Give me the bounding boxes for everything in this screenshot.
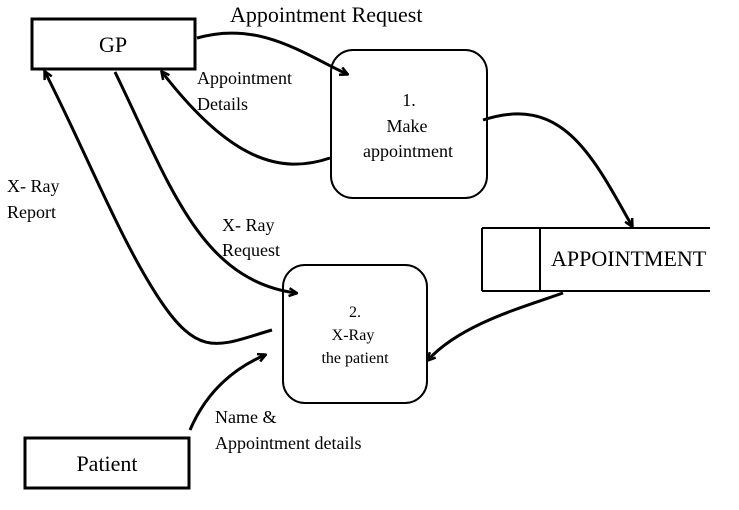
flow-to-appointment-store xyxy=(482,112,632,226)
label-appointment-request: Appointment Request xyxy=(230,2,422,27)
process-1-number: 1. xyxy=(402,90,416,110)
label-appointment-details-2: Details xyxy=(197,94,248,114)
label-name-details-1: Name & xyxy=(215,407,276,427)
entity-patient-box xyxy=(23,436,191,490)
flow-appointment-request xyxy=(196,31,347,74)
process-xray-patient: 2. X-Ray the patient xyxy=(282,264,428,404)
label-appointment-details-1: Appointment xyxy=(197,68,292,88)
entity-gp-box xyxy=(30,17,197,71)
flow-xray-report xyxy=(45,72,273,345)
process-2-line2: the patient xyxy=(321,350,389,367)
process-2-box xyxy=(282,264,428,404)
process-make-appointment: 1. Make appointment xyxy=(330,49,488,199)
label-xray-request-2: Request xyxy=(222,240,280,260)
flow-appointment-details xyxy=(162,72,331,166)
process-2-number: 2. xyxy=(349,304,361,321)
label-xray-request-1: X- Ray xyxy=(222,215,275,235)
label-xray-report-1: X- Ray xyxy=(7,176,60,196)
process-1-line2: appointment xyxy=(363,141,453,161)
flow-name-appointment-details xyxy=(188,355,265,431)
entity-gp: GP xyxy=(30,17,197,71)
entity-patient-label: Patient xyxy=(76,451,137,476)
flow-store-to-xray xyxy=(428,291,564,360)
entity-patient: Patient xyxy=(23,436,191,490)
flow-xray-request xyxy=(113,71,296,293)
process-1-box xyxy=(330,49,488,199)
process-1-line1: Make xyxy=(387,116,428,136)
process-2-line1: X-Ray xyxy=(332,327,375,344)
label-xray-report-2: Report xyxy=(7,202,56,222)
datastore-appointment: APPOINTMENT xyxy=(481,227,710,292)
entity-gp-label: GP xyxy=(99,32,127,57)
label-name-details-2: Appointment details xyxy=(215,433,361,453)
datastore-label: APPOINTMENT xyxy=(551,246,707,271)
